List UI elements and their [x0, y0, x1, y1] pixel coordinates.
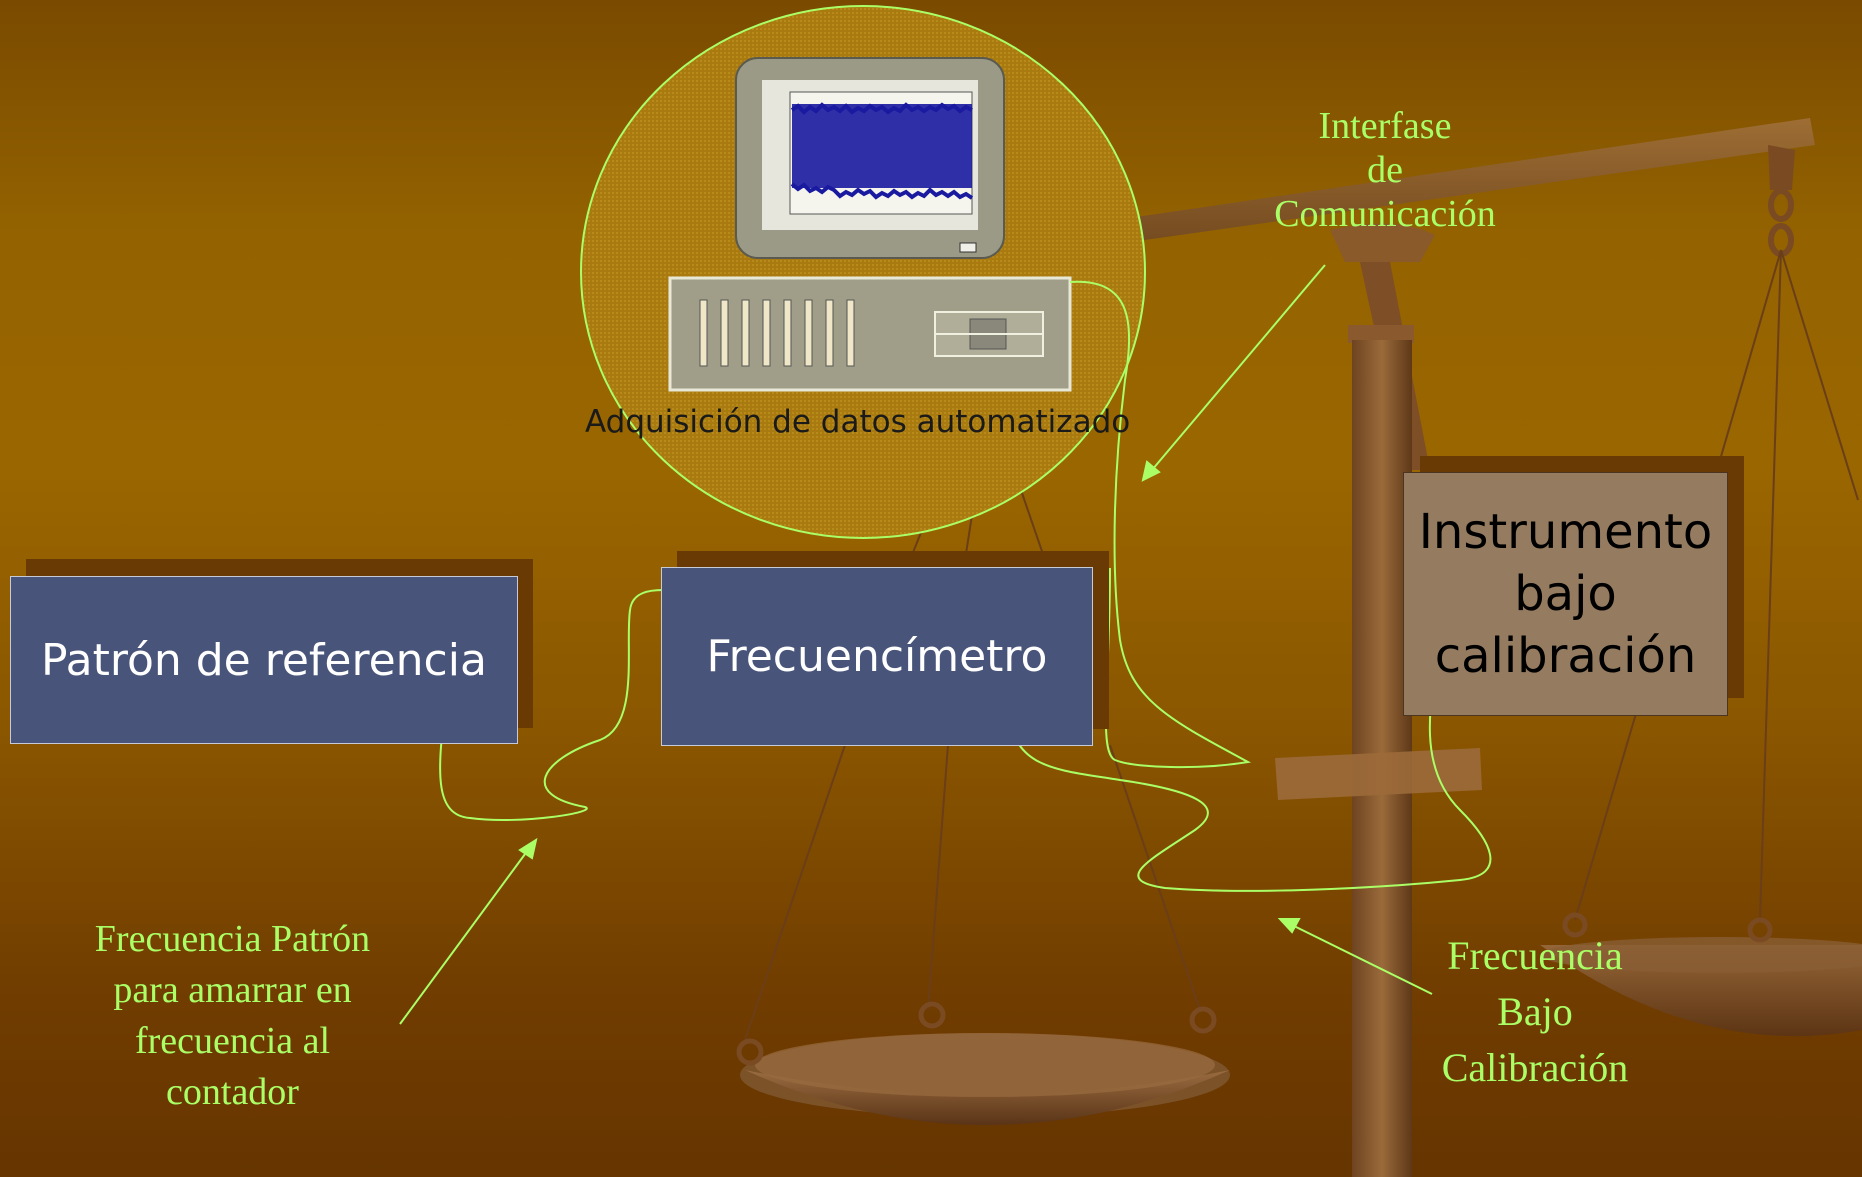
computer-monitor-icon: [735, 57, 1005, 259]
daq-caption: Adquisición de datos automatizado: [585, 404, 1131, 440]
reference-frequency-line-1: Frecuencia Patrón: [94, 918, 371, 960]
frequency-counter-label: Frecuencímetro: [706, 631, 1048, 682]
interface-label: Interfase de Comunicación: [1235, 104, 1535, 236]
computer-case-icon: [668, 276, 1072, 392]
reference-frequency-line-3: frecuencia al: [134, 1020, 331, 1062]
instrument-line-3: calibración: [1434, 628, 1697, 684]
reference-standard-label: Patrón de referencia: [41, 634, 487, 686]
annotation-arrows: [399, 264, 1433, 1025]
reference-frequency-line-2: para amarrar en: [113, 969, 352, 1011]
interface-line-1: Interfase: [1318, 105, 1452, 147]
interface-line-3: Comunicación: [1274, 193, 1496, 235]
frequency-under-calibration-line-1: Frecuencia: [1447, 933, 1623, 978]
frequency-counter-box: Frecuencímetro: [661, 567, 1093, 746]
frequency-under-calibration-line-3: Calibración: [1441, 1045, 1629, 1090]
connection-cables: [439, 280, 1492, 892]
reference-frequency-label: Frecuencia Patrón para amarrar en frecue…: [50, 914, 415, 1118]
frequency-under-calibration-label: Frecuencia Bajo Calibración: [1400, 928, 1670, 1096]
instrument-line-1: Instrumento: [1418, 504, 1713, 560]
reference-frequency-line-4: contador: [166, 1071, 299, 1113]
frequency-under-calibration-line-2: Bajo: [1497, 989, 1573, 1034]
interface-line-2: de: [1367, 149, 1403, 191]
instrument-line-2: bajo: [1514, 566, 1617, 622]
instrument-under-calibration-box: Instrumento bajo calibración: [1403, 472, 1728, 716]
reference-standard-box: Patrón de referencia: [10, 576, 518, 744]
